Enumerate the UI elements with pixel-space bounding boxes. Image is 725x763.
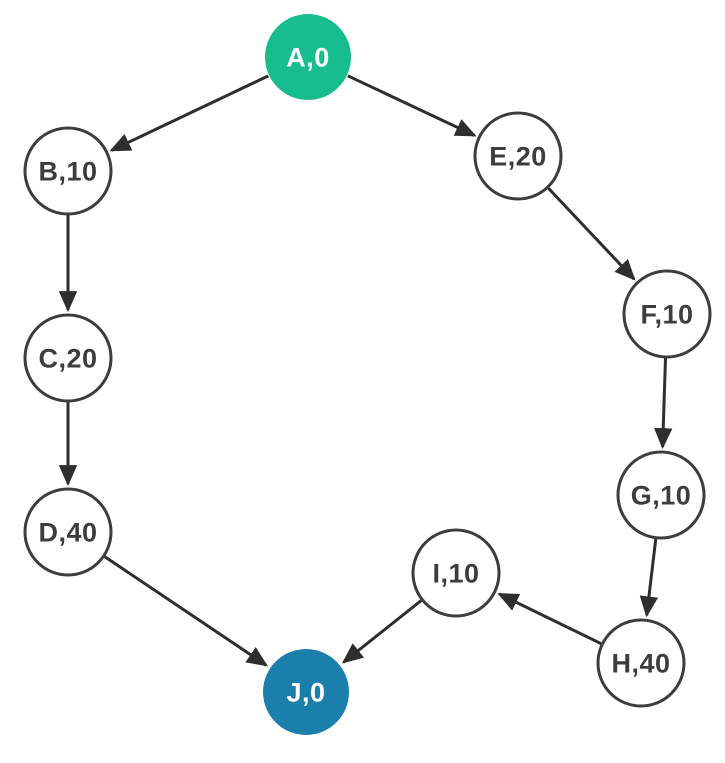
node-J: J,0 xyxy=(263,649,349,735)
node-circle-J xyxy=(263,649,349,735)
node-H: H,40 xyxy=(596,618,686,708)
edge-G-H xyxy=(639,538,659,618)
node-D: D,40 xyxy=(23,487,113,577)
node-circle-H xyxy=(596,618,686,708)
node-A: A,0 xyxy=(265,14,351,100)
node-circle-B xyxy=(23,126,113,216)
node-circle-I xyxy=(411,528,501,618)
node-circle-D xyxy=(23,487,113,577)
edge-A-E xyxy=(347,74,477,137)
node-F: F,10 xyxy=(622,269,712,359)
node-E: E,20 xyxy=(473,111,563,201)
node-circle-C xyxy=(23,313,113,403)
edge-F-G xyxy=(653,357,673,450)
node-circle-A xyxy=(265,14,351,100)
node-circle-F xyxy=(622,269,712,359)
nodes-layer: A,0B,10 E,20C,20 F,10D,40 G,10I,10H,40 J,0 xyxy=(23,14,712,735)
node-G: G,10 xyxy=(616,450,706,540)
edge-I-J xyxy=(341,599,423,664)
edge-H-I xyxy=(497,592,603,646)
edges-layer xyxy=(58,74,673,667)
edge-A-B xyxy=(109,74,269,152)
node-B: B,10 xyxy=(23,126,113,216)
edge-D-J xyxy=(103,555,268,667)
node-C: C,20 xyxy=(23,313,113,403)
node-I: I,10 xyxy=(411,528,501,618)
node-circle-E xyxy=(473,111,563,201)
node-circle-G xyxy=(616,450,706,540)
edge-E-F xyxy=(547,186,636,281)
